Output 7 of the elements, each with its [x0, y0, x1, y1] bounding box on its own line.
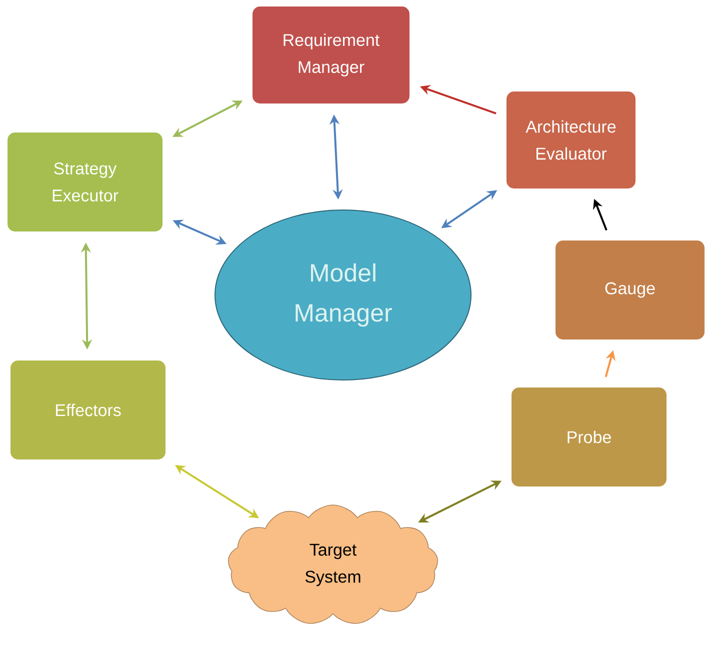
process-box: Strategy Executor: [6, 132, 164, 232]
system-cloud: Target System: [228, 504, 438, 624]
process-box: Requirement Manager: [252, 6, 410, 104]
process-box: Probe: [510, 386, 668, 488]
process-box: Architecture Evaluator: [506, 90, 636, 190]
process-box: Gauge: [554, 240, 705, 340]
process-box: Effectors: [10, 360, 166, 460]
